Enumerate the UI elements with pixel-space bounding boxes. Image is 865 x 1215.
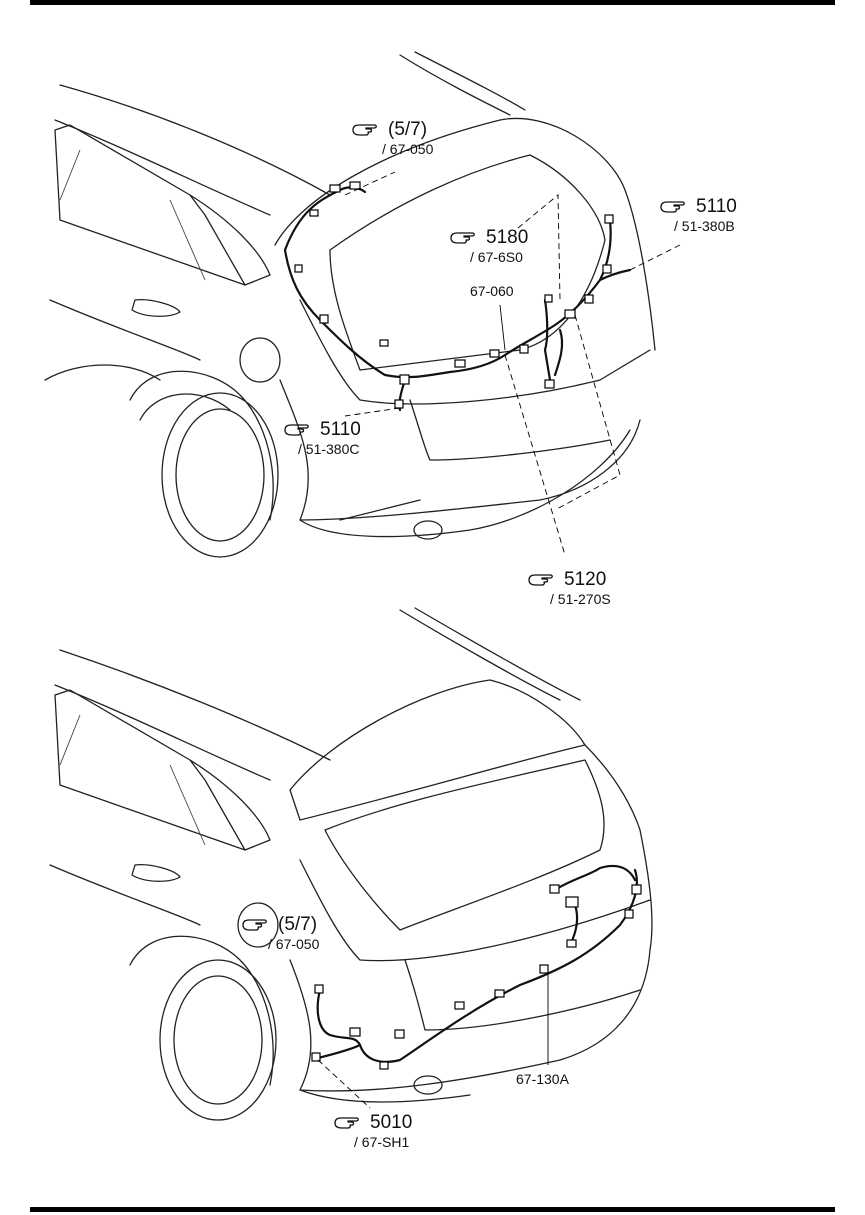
callout-5-7-top[interactable]: (5/7) / 67-050	[352, 120, 433, 157]
top-vehicle-outline	[44, 51, 656, 558]
callout-main-text: 5110	[320, 419, 361, 440]
part-label-67-060: 67-060	[470, 283, 514, 299]
bottom-vehicle-outline	[49, 607, 653, 1121]
callout-5010[interactable]: 5010 / 67-SH1	[334, 1113, 412, 1150]
callout-sub-text: / 51-270S	[550, 591, 611, 607]
pointing-hand-icon	[242, 917, 272, 933]
pointing-hand-icon	[284, 422, 314, 438]
callout-main-text: (5/7)	[388, 119, 428, 140]
callout-main-text: 5110	[696, 196, 737, 217]
callout-5120[interactable]: 5120 / 51-270S	[528, 570, 611, 607]
callout-main-text: (5/7)	[278, 914, 318, 935]
top-leader-lines	[344, 171, 681, 556]
pointing-hand-icon	[660, 199, 690, 215]
callout-sub-text: / 67-050	[382, 141, 434, 157]
part-label-67-130a: 67-130A	[516, 1071, 569, 1087]
callout-sub-text: / 67-050	[268, 936, 320, 952]
pointing-hand-icon	[334, 1115, 364, 1131]
bottom-wiring-harness	[311, 864, 642, 1070]
callout-sub-text: / 67-6S0	[470, 249, 523, 265]
callout-sub-text: / 67-SH1	[354, 1134, 410, 1150]
callout-5110-380c[interactable]: 5110 / 51-380C	[284, 420, 361, 457]
callout-main-text: 5180	[486, 227, 529, 248]
callout-main-text: 5010	[370, 1112, 413, 1133]
callout-5110-380b[interactable]: 5110 / 51-380B	[660, 197, 737, 234]
top-wiring-harness	[283, 181, 632, 412]
callout-sub-text: / 51-380C	[298, 441, 360, 457]
callout-5180[interactable]: 5180 / 67-6S0	[450, 228, 528, 265]
top-border-bar	[30, 0, 835, 5]
bottom-leader-lines	[317, 972, 549, 1109]
callout-5-7-bottom[interactable]: (5/7) / 67-050	[242, 915, 319, 952]
callout-main-text: 5120	[564, 569, 607, 590]
bottom-border-bar	[30, 1207, 835, 1212]
pointing-hand-icon	[528, 572, 558, 588]
pointing-hand-icon	[450, 230, 480, 246]
pointing-hand-icon	[352, 122, 382, 138]
callout-sub-text: / 51-380B	[674, 218, 735, 234]
